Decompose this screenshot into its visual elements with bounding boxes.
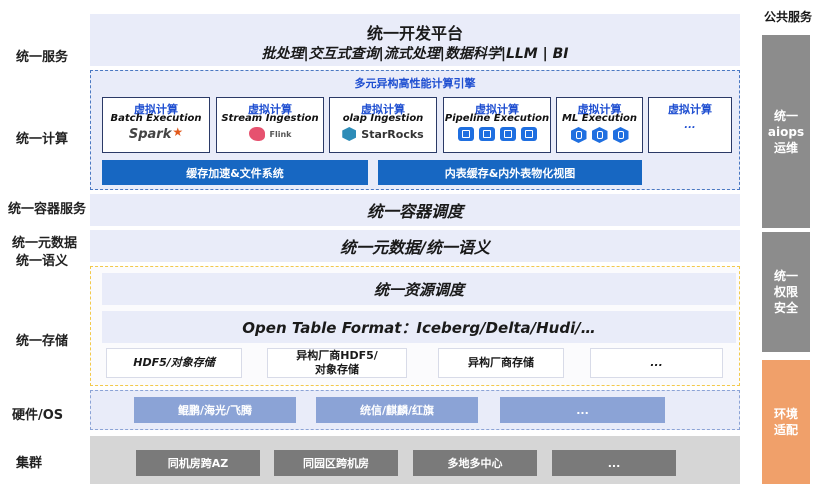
card-title: 虚拟计算: [134, 103, 178, 116]
label-unified-service: 统一服务: [16, 50, 69, 65]
cpu-chip-icon: [457, 127, 474, 141]
card-title: 虚拟计算: [361, 103, 405, 116]
card-subtitle: ...: [684, 120, 696, 131]
public-services-title: 公共服务: [763, 10, 812, 24]
compute-card-olap: 虚拟计算 olap Ingestion StarRocks: [329, 97, 437, 153]
starrocks-logo-icon: StarRocks: [330, 127, 436, 141]
hexagon-chip-icon: [570, 127, 587, 143]
hardware-box-kunpeng: 鲲鹏/海光/飞腾: [134, 397, 296, 423]
hardware-box-more: ...: [500, 397, 665, 423]
spark-logo-icon: Spark★: [128, 124, 184, 143]
storage-box-hdf5: HDF5/对象存储: [106, 348, 242, 378]
card-title: 虚拟计算: [475, 103, 519, 116]
public-service-aiops: 统一 aiops 运维: [762, 35, 810, 228]
cluster-box-same-room: 同机房跨AZ: [136, 450, 260, 476]
storage-box-more: ...: [590, 348, 723, 378]
cluster-box-multi-region: 多地多中心: [413, 450, 537, 476]
public-service-env-adapt: 环境 适配: [762, 360, 810, 484]
hardware-box-uos: 统信/麒麟/红旗: [316, 397, 478, 423]
compute-engine-title: 多元异构高性能计算引擎: [354, 77, 476, 90]
dev-platform-band: 统一开发平台 批处理|交互式查询|流式处理|数据科学|LLM | BI: [90, 14, 740, 66]
resource-scheduling-band: 统一资源调度: [102, 273, 736, 305]
cpu-chip-icon: [478, 127, 495, 141]
compute-card-ml: 虚拟计算 ML Execution: [556, 97, 643, 153]
cluster-box-same-campus: 同园区跨机房: [274, 450, 398, 476]
cpu-chip-icon: [520, 127, 537, 141]
public-service-security: 统一 权限 安全: [762, 232, 810, 352]
container-scheduling-band: 统一容器调度: [90, 194, 740, 226]
materialized-view-bar: 内表缓存&内外表物化视图: [378, 160, 642, 185]
cache-fs-bar: 缓存加速&文件系统: [102, 160, 368, 185]
label-unified-semantics: 统一语义: [16, 254, 69, 269]
hexagon-chip-icon: [612, 127, 629, 143]
flink-logo-text: Flink: [269, 129, 292, 139]
compute-card-stream: 虚拟计算 Stream Ingestion Flink: [216, 97, 324, 153]
card-subtitle: ML Execution: [561, 113, 638, 124]
card-subtitle: olap Ingestion: [342, 113, 424, 124]
card-subtitle: Batch Execution: [110, 113, 202, 124]
hexagon-chip-icon-group: [557, 127, 642, 143]
card-subtitle: Stream Ingestion: [221, 113, 319, 124]
card-title: 虚拟计算: [577, 103, 622, 116]
spark-logo-text: Spark: [128, 127, 172, 142]
compute-card-batch: 虚拟计算 Batch Execution Spark★: [102, 97, 210, 153]
cluster-box-more: ...: [552, 450, 676, 476]
label-unified-metadata: 统一元数据: [12, 236, 78, 251]
label-cluster: 集群: [16, 456, 43, 471]
card-subtitle: Pipeline Execution: [444, 113, 550, 124]
metadata-semantics-band: 统一元数据/统一语义: [90, 230, 740, 262]
label-unified-compute: 统一计算: [16, 132, 69, 147]
open-table-format-band: Open Table Format：Iceberg/Delta/Hudi/…: [102, 311, 736, 343]
dev-platform-title: 统一开发平台: [366, 24, 463, 43]
starrocks-logo-text: StarRocks: [361, 127, 424, 141]
card-title: 虚拟计算: [668, 103, 712, 116]
hexagon-chip-icon: [591, 127, 608, 143]
cpu-chip-icon: [499, 127, 516, 141]
label-unified-container: 统一容器服务: [8, 202, 87, 217]
storage-box-hetero-hdf5: 异构厂商HDF5/ 对象存储: [267, 348, 407, 378]
flink-squirrel-icon: Flink: [217, 127, 323, 141]
storage-box-hetero-vendor: 异构厂商存储: [438, 348, 564, 378]
cpu-chip-icon-group: [444, 127, 550, 141]
dev-platform-subtitle: 批处理|交互式查询|流式处理|数据科学|LLM | BI: [261, 46, 569, 62]
card-title: 虚拟计算: [248, 103, 292, 116]
label-hardware-os: 硬件/OS: [12, 408, 64, 423]
label-unified-storage: 统一存储: [16, 334, 69, 349]
compute-card-more: 虚拟计算 ...: [648, 97, 732, 153]
compute-card-pipeline: 虚拟计算 Pipeline Execution: [443, 97, 551, 153]
